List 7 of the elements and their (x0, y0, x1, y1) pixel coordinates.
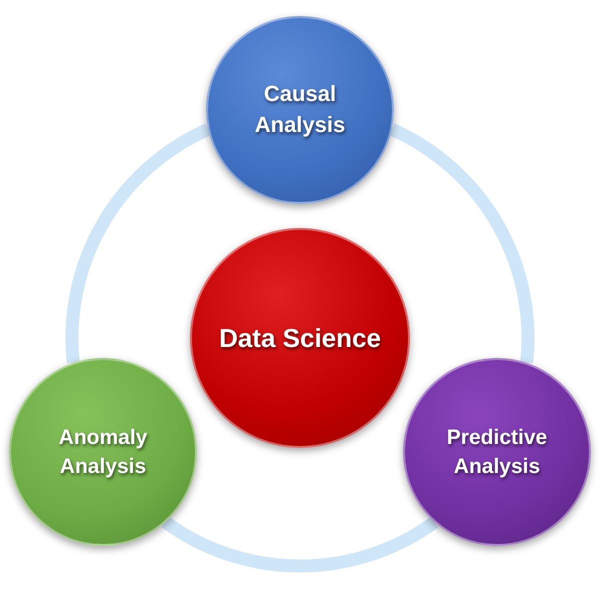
ring-arc (162, 516, 438, 572)
node-label: Data Science (218, 322, 382, 355)
node-label: Predictive Analysis (446, 424, 548, 480)
node-label: Causal Analysis (254, 80, 346, 139)
ring-arc (66, 124, 212, 363)
ring-arc (388, 124, 534, 363)
node-label: Anomaly Analysis (58, 424, 148, 480)
